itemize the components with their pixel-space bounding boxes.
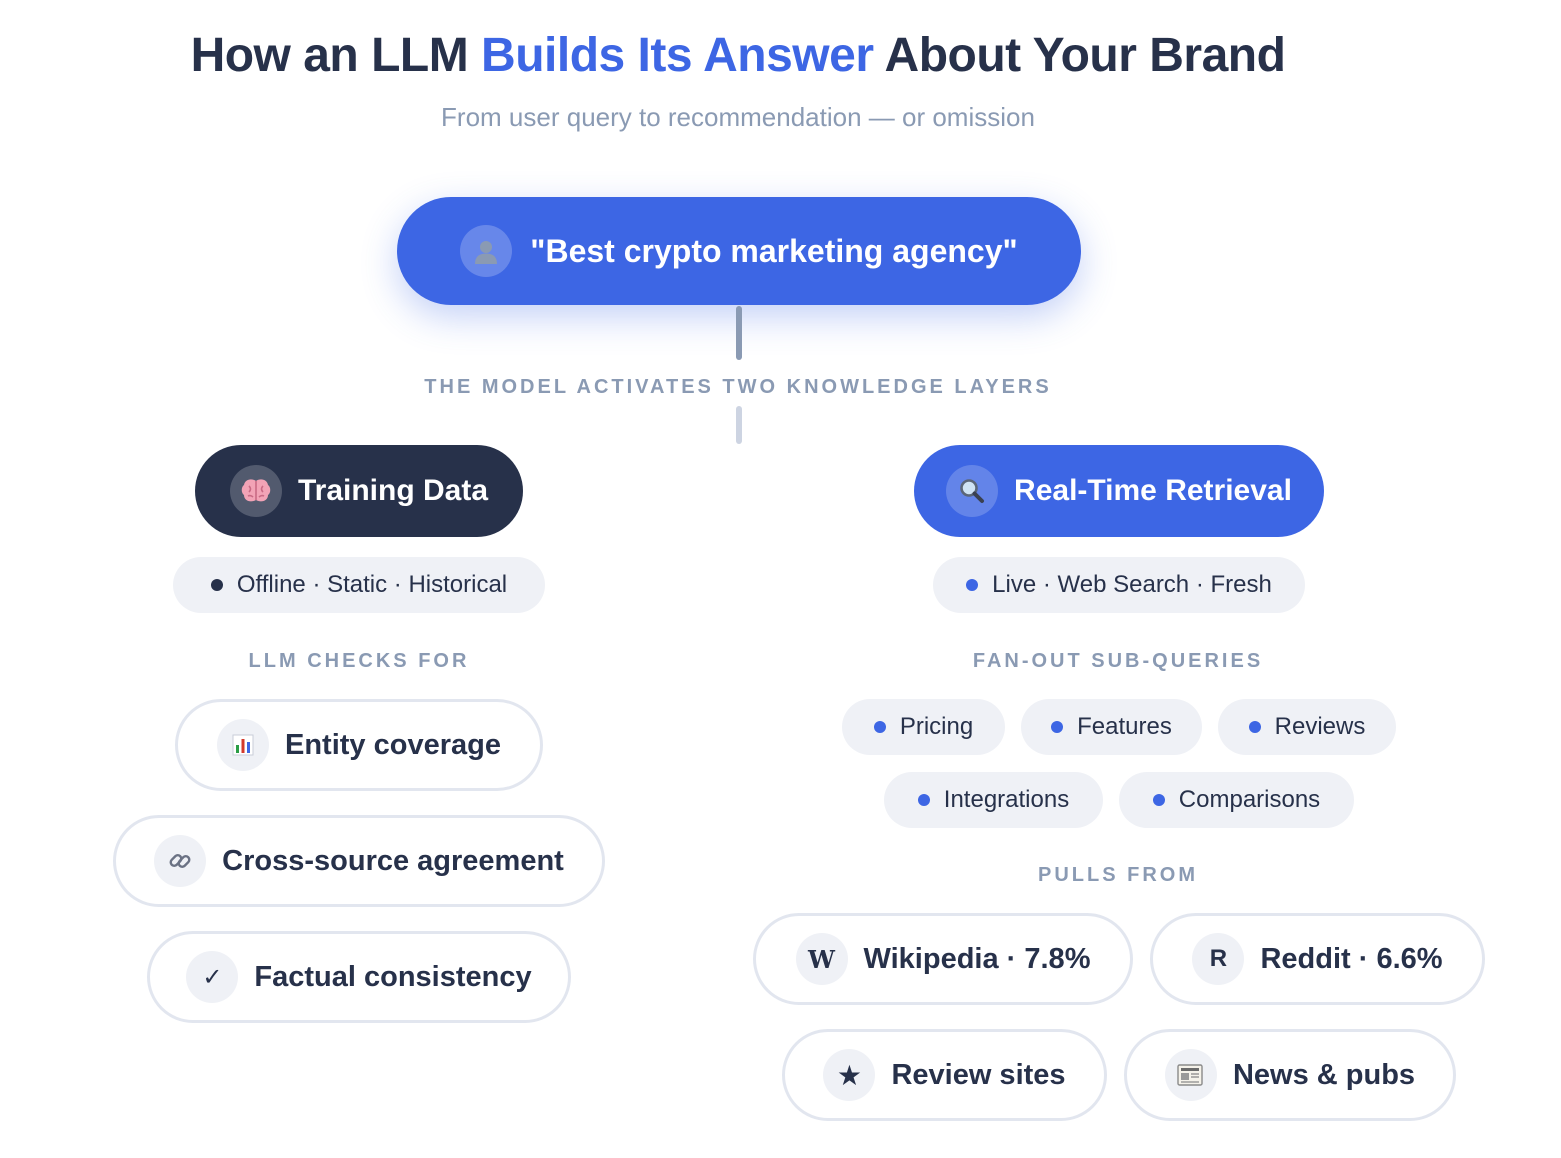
query-pill: "Best crypto marketing agency" [397,197,1081,305]
source-wikipedia-label: Wikipedia · 7.8% [863,942,1091,975]
chip-dot [1152,794,1165,806]
check-entity-coverage-label: Entity coverage [285,728,501,761]
bar-chart-icon [217,719,269,771]
chip-dot [1248,721,1261,733]
connector-line-top [736,306,742,360]
pulls-from-label: PULLS FROM [1038,864,1198,886]
connector-line-bottom [736,406,742,444]
source-review-sites: ★ Review sites [782,1029,1107,1121]
source-reddit: R Reddit · 6.6% [1150,913,1485,1005]
magnifier-icon [946,465,999,517]
layers-label: THE MODEL ACTIVATES TWO KNOWLEDGE LAYERS [424,376,1052,398]
title-part-2: About Your Brand [873,29,1286,82]
check-factual-consistency: ✓ Factual consistency [147,931,571,1023]
retrieval-tag-text: Live · Web Search · Fresh [992,571,1272,598]
link-icon [154,835,207,887]
subquery-chip-integrations: Integrations [884,772,1103,828]
checkmark-icon: ✓ [186,951,239,1003]
wikipedia-icon: W [795,933,848,985]
source-review-sites-label: Review sites [891,1058,1066,1091]
check-cross-source-agreement: Cross-source agreement [113,815,605,907]
newspaper-icon [1164,1049,1217,1101]
training-data-label: Training Data [297,474,489,507]
reddit-icon: R [1192,933,1245,985]
retrieval-tag-dot [966,579,979,591]
check-entity-coverage: Entity coverage [175,699,543,791]
llm-checks-label: LLM CHECKS FOR [248,650,470,672]
diagram-title: How an LLM Builds Its Answer About Your … [0,28,1476,83]
subquery-chip-reviews: Reviews [1218,699,1396,755]
subquery-label: Comparisons [1178,786,1321,813]
training-tag-text: Offline · Static · Historical [236,571,508,598]
source-reddit-label: Reddit · 6.6% [1260,942,1443,975]
diagram-subtitle: From user query to recommendation — or o… [441,102,1035,132]
check-cross-source-label: Cross-source agreement [222,844,564,877]
subquery-label: Pricing [899,713,974,740]
training-data-tag: Offline · Static · Historical [173,557,545,613]
star-icon: ★ [823,1049,876,1101]
subquery-chip-pricing: Pricing [842,699,1005,755]
check-factual-consistency-label: Factual consistency [254,960,532,993]
training-tag-dot [210,579,223,591]
subquery-label: Reviews [1274,713,1366,740]
query-text: "Best crypto marketing agency" [530,232,1018,269]
subquery-chip-features: Features [1021,699,1202,755]
source-news-pubs-label: News & pubs [1232,1058,1416,1091]
source-news-pubs: News & pubs [1124,1029,1456,1121]
chip-dot [873,721,886,733]
subquery-chip-comparisons: Comparisons [1119,772,1354,828]
subquery-label: Integrations [943,786,1070,813]
retrieval-tag: Live · Web Search · Fresh [933,557,1305,613]
title-highlight: Builds Its Answer [481,29,874,82]
chip-dot [1051,721,1064,733]
source-wikipedia: W Wikipedia · 7.8% [753,913,1133,1005]
user-icon [460,225,513,277]
chip-dot [917,794,930,806]
real-time-retrieval-label: Real-Time Retrieval [1014,474,1292,507]
title-part-1: How an LLM [190,29,482,82]
real-time-retrieval-pill: Real-Time Retrieval [914,445,1324,537]
subquery-label: Features [1077,713,1172,740]
brain-icon [229,465,282,517]
training-data-pill: Training Data [195,445,523,537]
fan-out-subqueries-label: FAN-OUT SUB-QUERIES [972,650,1264,672]
